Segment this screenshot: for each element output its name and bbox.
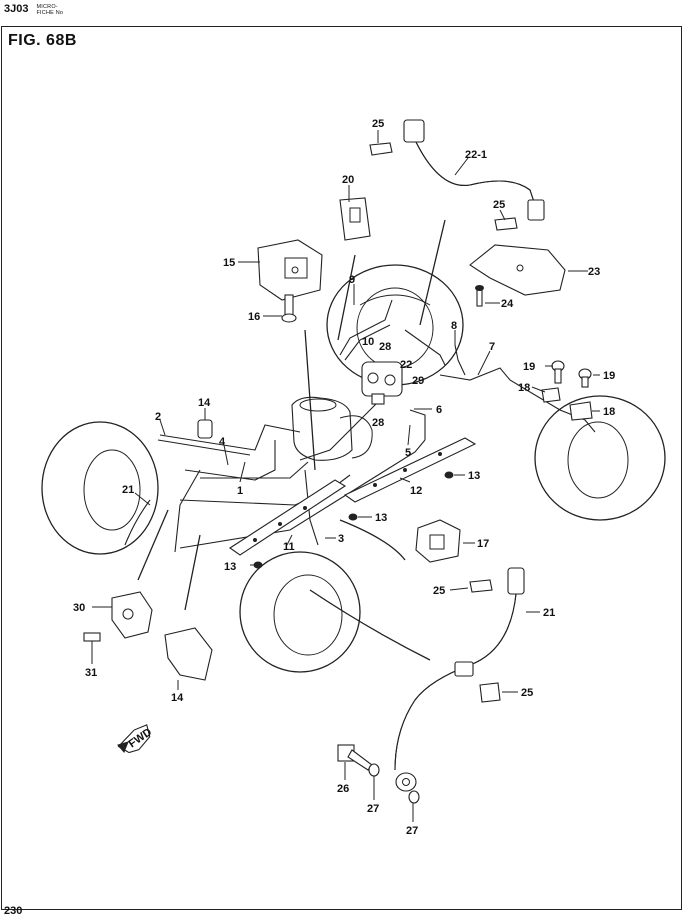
callout-9: 9 <box>349 274 355 286</box>
screw-13-center <box>348 513 358 521</box>
brake-hose-21-right <box>394 567 525 792</box>
microfiche-label-line2: FICHE No <box>36 10 64 16</box>
callout-2: 2 <box>155 411 161 423</box>
union-bolt-26 <box>337 744 373 771</box>
bracket-23 <box>469 244 566 296</box>
leader-lines <box>91 130 600 822</box>
callout-10: 10 <box>362 336 374 348</box>
callout-31: 31 <box>85 667 97 679</box>
callout-17: 17 <box>477 538 489 550</box>
clip-18-lower <box>569 401 593 421</box>
header: 3J03 MICRO- FICHE No <box>4 2 63 22</box>
callout-22: 22 <box>400 359 412 371</box>
callout-26: 26 <box>337 783 349 795</box>
figure-title: FIG. 68B <box>8 32 77 49</box>
callout-13: 13 <box>375 512 387 524</box>
callout-6: 6 <box>436 404 442 416</box>
callout-21: 21 <box>543 607 555 619</box>
callout-16: 16 <box>248 311 260 323</box>
clamp-14-top <box>197 419 213 439</box>
callout-23: 23 <box>588 266 600 278</box>
joint-30 <box>111 591 153 639</box>
callout-11: 11 <box>283 541 295 553</box>
bracket-11 <box>229 479 347 556</box>
bolt-19-left <box>551 360 565 384</box>
callout-30: 30 <box>73 602 85 614</box>
callout-15: 15 <box>223 257 235 269</box>
clip-25-top <box>369 142 393 156</box>
callout-4: 4 <box>219 436 226 448</box>
callout-19: 19 <box>603 370 615 382</box>
callout-13: 13 <box>468 470 480 482</box>
bracket-15 <box>257 239 323 301</box>
washer-27-lower <box>408 790 420 804</box>
callout-3: 3 <box>338 533 344 545</box>
microfiche-code: 3J03 <box>4 3 29 15</box>
screw-13-left <box>253 561 263 569</box>
page-number: 230 <box>4 905 23 917</box>
callout-8: 8 <box>451 320 457 332</box>
rear-left-tire <box>534 395 666 521</box>
callout-22-1: 22-1 <box>465 149 487 161</box>
callout-28: 28 <box>372 417 384 429</box>
callout-14: 14 <box>198 397 211 409</box>
front-right-tire <box>239 551 361 673</box>
master-cylinder <box>291 396 373 461</box>
bolt-24 <box>475 285 484 307</box>
bolt-31 <box>83 632 101 642</box>
bracket-20 <box>339 197 371 241</box>
callout-21: 21 <box>122 484 134 496</box>
figure-frame <box>1 26 682 910</box>
callout-labels: 25 22-1 20 25 15 23 9 24 16 8 10 28 22 7… <box>73 118 615 837</box>
callout-24: 24 <box>501 298 514 310</box>
callout-25: 25 <box>433 585 445 597</box>
brake-hose-22-1 <box>403 119 545 221</box>
callout-12: 12 <box>410 485 422 497</box>
callout-18: 18 <box>518 382 530 394</box>
callout-19: 19 <box>523 361 535 373</box>
screw-13-right <box>444 471 454 479</box>
proportioning-valve <box>361 361 403 405</box>
callout-20: 20 <box>342 174 354 186</box>
callout-25: 25 <box>372 118 384 130</box>
callout-18: 18 <box>603 406 615 418</box>
clamp-14-bottom <box>164 627 213 681</box>
clip-25-bottom <box>479 682 501 703</box>
callout-27: 27 <box>406 825 418 837</box>
callout-13: 13 <box>224 561 236 573</box>
callout-28: 28 <box>379 341 391 353</box>
microfiche-label: MICRO- FICHE No <box>36 2 63 16</box>
bolt-16 <box>281 294 297 323</box>
clip-25-lower <box>469 579 493 593</box>
callout-5: 5 <box>405 447 411 459</box>
callout-29: 29 <box>412 375 424 387</box>
callout-14: 14 <box>171 692 184 704</box>
callout-7: 7 <box>489 341 495 353</box>
microfiche-label-line1: MICRO- <box>36 4 58 10</box>
callout-1: 1 <box>237 485 243 497</box>
front-left-tire <box>41 421 159 555</box>
leader-strokes <box>137 219 446 661</box>
clip-25-mid <box>494 217 518 231</box>
forward-arrow <box>117 724 151 754</box>
callout-25: 25 <box>493 199 505 211</box>
callout-27: 27 <box>367 803 379 815</box>
bracket-17 <box>415 519 461 563</box>
washer-27-upper <box>368 763 380 777</box>
bolt-19-right <box>578 368 592 388</box>
clip-18-upper <box>541 387 561 403</box>
bracket-12 <box>343 437 477 503</box>
callout-25: 25 <box>521 687 533 699</box>
